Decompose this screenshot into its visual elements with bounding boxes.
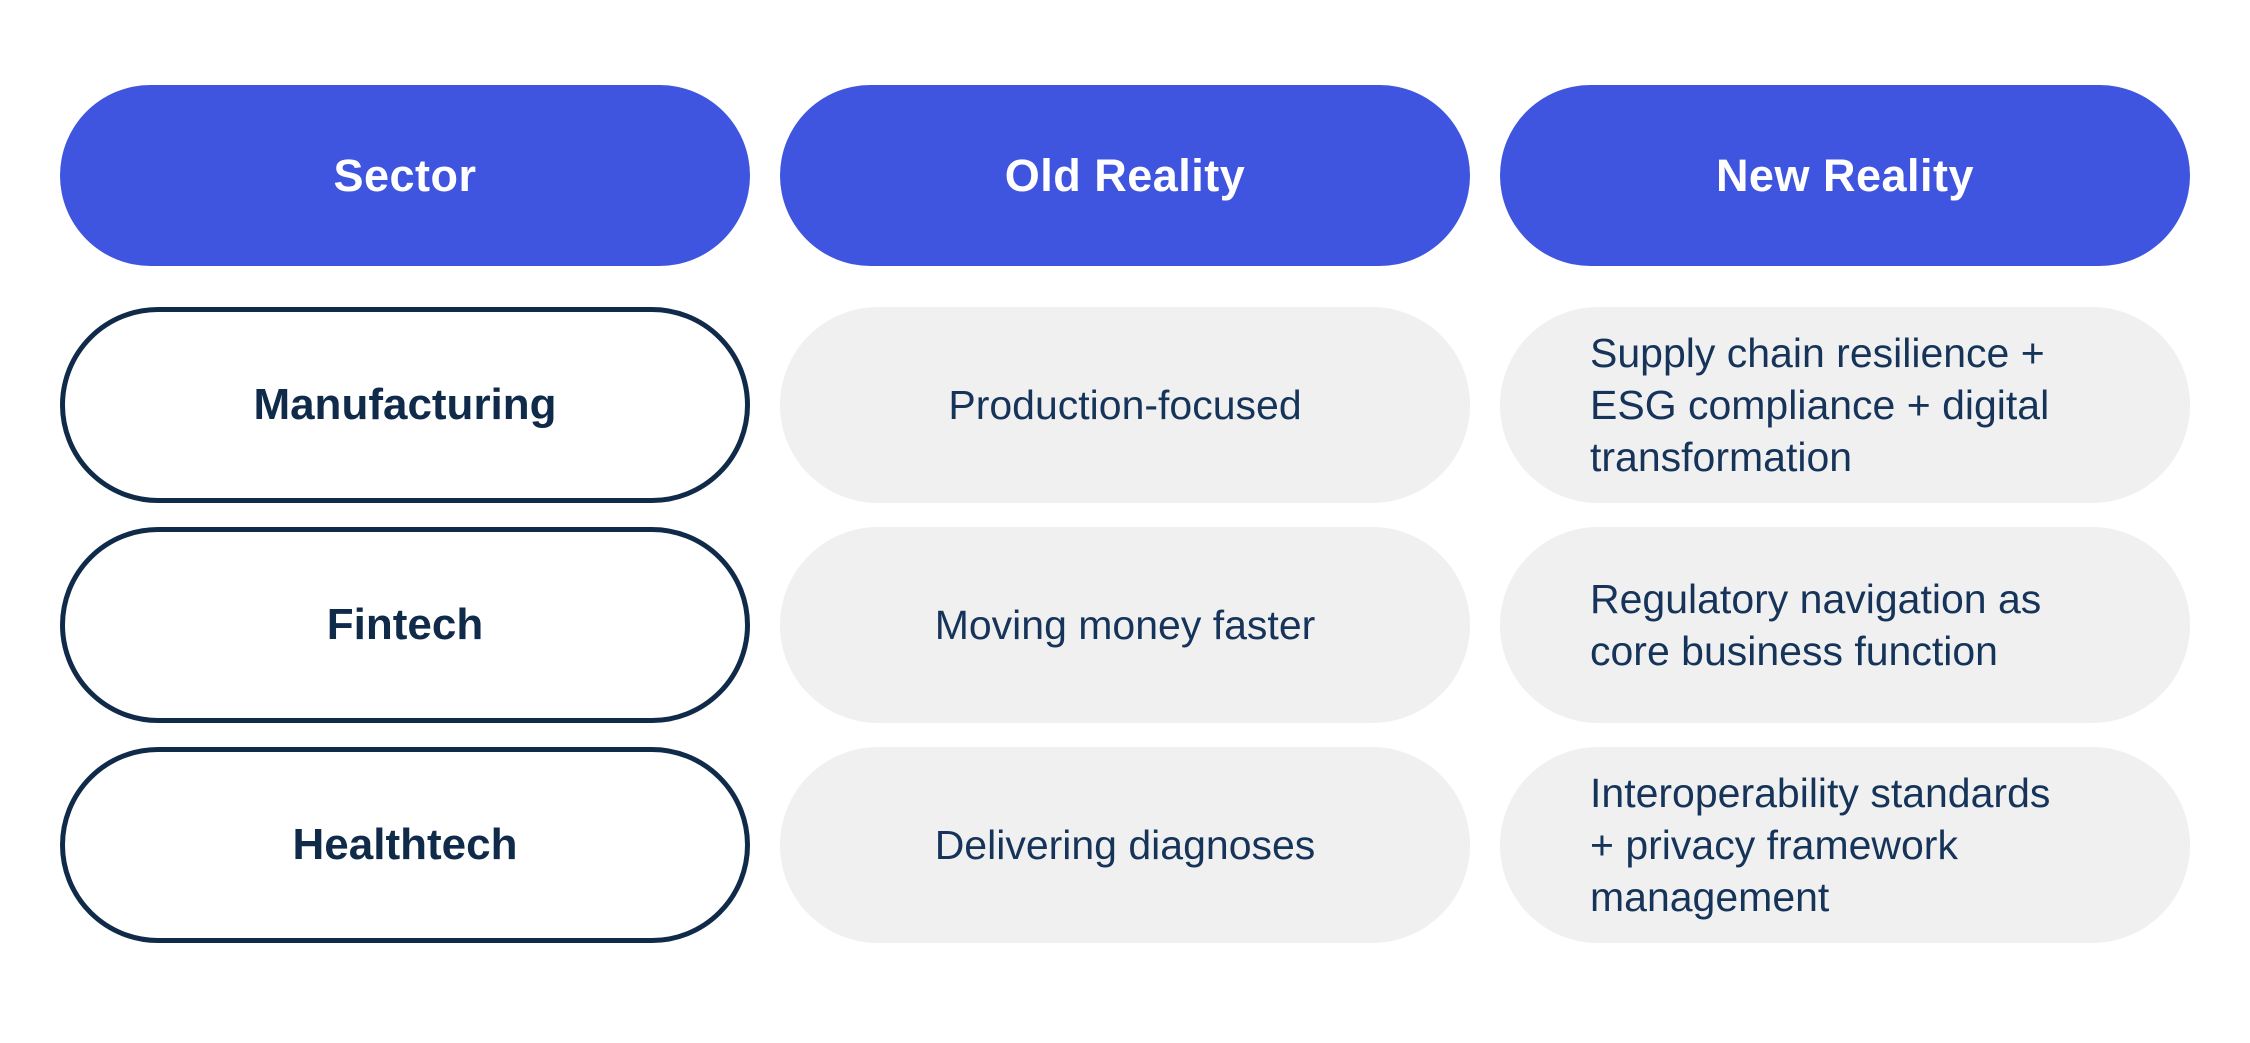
old-reality-text: Moving money faster bbox=[934, 602, 1316, 648]
old-reality-cell: Production-focused bbox=[780, 307, 1470, 503]
table-row-fintech: Fintech Moving money faster Regulatory n… bbox=[60, 527, 2190, 723]
column-header-old-reality: Old Reality bbox=[780, 85, 1470, 266]
new-reality-cell: Regulatory navigation as core business f… bbox=[1500, 527, 2190, 723]
sector-label: Healthtech bbox=[292, 820, 518, 869]
column-header-label: New Reality bbox=[1715, 149, 1975, 201]
old-reality-text: Delivering diagnoses bbox=[934, 822, 1316, 868]
new-reality-text: Interoperability standards + privacy fra… bbox=[1590, 770, 2051, 920]
header-row: Sector Old Reality New Reality bbox=[60, 85, 2190, 266]
old-reality-cell: Delivering diagnoses bbox=[780, 747, 1470, 943]
column-header-new-reality: New Reality bbox=[1500, 85, 2190, 266]
sector-pill: Healthtech bbox=[60, 747, 750, 943]
new-reality-text: Supply chain resilience + ESG compliance… bbox=[1590, 330, 2050, 480]
sector-pill: Fintech bbox=[60, 527, 750, 723]
sector-label: Fintech bbox=[326, 600, 484, 649]
new-reality-text: Regulatory navigation as core business f… bbox=[1590, 576, 2042, 674]
old-reality-text: Production-focused bbox=[948, 382, 1302, 428]
table-row-manufacturing: Manufacturing Production-focused Supply … bbox=[60, 307, 2190, 503]
column-header-label: Old Reality bbox=[1004, 149, 1246, 201]
column-header-sector: Sector bbox=[60, 85, 750, 266]
sector-label: Manufacturing bbox=[253, 380, 557, 429]
sector-pill: Manufacturing bbox=[60, 307, 750, 503]
new-reality-cell: Supply chain resilience + ESG compliance… bbox=[1500, 307, 2190, 503]
new-reality-cell: Interoperability standards + privacy fra… bbox=[1500, 747, 2190, 943]
table-row-healthtech: Healthtech Delivering diagnoses Interope… bbox=[60, 747, 2190, 943]
column-header-label: Sector bbox=[333, 149, 477, 201]
old-reality-cell: Moving money faster bbox=[780, 527, 1470, 723]
